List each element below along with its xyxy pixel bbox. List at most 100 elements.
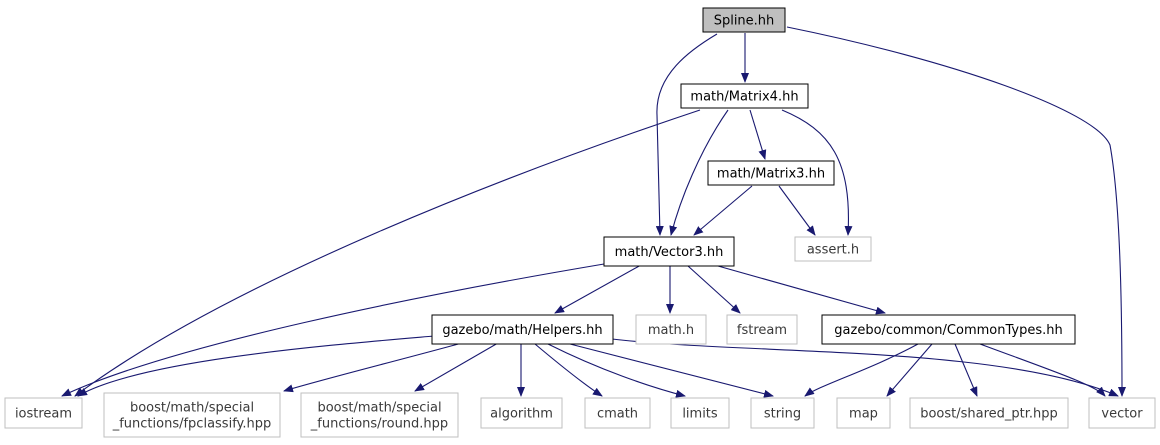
node-sharedptr: boost/shared_ptr.hpp bbox=[909, 397, 1069, 429]
edge-matrix3-to-assert bbox=[778, 185, 816, 236]
node-label: string bbox=[764, 407, 801, 422]
edge-matrix3-to-vector3 bbox=[693, 185, 753, 236]
edge-matrix4-to-iostream bbox=[74, 109, 701, 397]
node-cmath: cmath bbox=[584, 397, 651, 429]
node-vector3[interactable]: math/Vector3.hh bbox=[603, 236, 735, 267]
node-box bbox=[603, 236, 735, 267]
edge-vector3-to-commontypes bbox=[717, 265, 886, 315]
node-commontypes[interactable]: gazebo/common/CommonTypes.hh bbox=[821, 314, 1076, 345]
edge-matrix4-to-matrix3 bbox=[749, 109, 767, 160]
edge-arrow bbox=[283, 342, 463, 393]
node-box bbox=[821, 314, 1076, 345]
edge-helpers-to-round bbox=[414, 342, 499, 392]
node-map: map bbox=[836, 397, 891, 429]
edge-arrow bbox=[886, 343, 933, 397]
node-layer: Spline.hh math/Matrix4.hh math/Matrix3.hh a… bbox=[4, 7, 1156, 438]
edge-commontypes-to-vector bbox=[979, 343, 1106, 397]
edge-matrix4-to-assert bbox=[781, 109, 853, 236]
node-label: boost/math/special bbox=[317, 401, 441, 416]
node-box bbox=[480, 397, 563, 429]
node-box bbox=[836, 397, 891, 429]
edge-vector3-to-helpers bbox=[554, 264, 642, 314]
node-box bbox=[702, 7, 786, 33]
node-label: algorithm bbox=[490, 407, 553, 422]
edge-helpers-to-iostream bbox=[77, 335, 435, 397]
edge-layer bbox=[61, 26, 1126, 398]
edge-arrow bbox=[669, 109, 729, 236]
edge-matrix4-to-vector3 bbox=[669, 109, 729, 236]
node-label: Spline.hh bbox=[714, 14, 775, 29]
node-label: vector bbox=[1101, 407, 1143, 422]
edge-arrow bbox=[687, 265, 741, 314]
node-box bbox=[794, 236, 872, 262]
edge-arrow bbox=[534, 343, 603, 397]
edge-arrow bbox=[749, 109, 767, 160]
edge-helpers-to-cmath bbox=[534, 343, 603, 397]
edge-arrow bbox=[77, 335, 435, 397]
node-label: boost/math/special bbox=[130, 401, 254, 416]
edge-arrow bbox=[655, 33, 718, 236]
node-iostream: iostream bbox=[4, 397, 83, 429]
edge-spline-to-vector3 bbox=[655, 33, 718, 236]
node-helpers[interactable]: gazebo/math/Helpers.hh bbox=[431, 314, 614, 345]
node-box bbox=[726, 314, 798, 345]
node-box bbox=[4, 397, 83, 429]
node-box bbox=[750, 397, 815, 429]
node-box bbox=[584, 397, 651, 429]
node-box bbox=[103, 392, 281, 438]
node-label: gazebo/math/Helpers.hh bbox=[442, 323, 602, 338]
edge-arrow bbox=[74, 109, 701, 397]
node-fpclassify: boost/math/special_functions/fpclassify.… bbox=[103, 392, 281, 438]
edge-commontypes-to-sharedptr bbox=[954, 343, 978, 397]
node-box bbox=[670, 397, 730, 429]
node-matrix4[interactable]: math/Matrix4.hh bbox=[680, 83, 809, 109]
node-box bbox=[680, 83, 809, 109]
node-box bbox=[300, 392, 459, 438]
node-box bbox=[707, 160, 835, 186]
edge-arrow bbox=[804, 343, 919, 397]
node-fstream: fstream bbox=[726, 314, 798, 345]
edge-arrow bbox=[954, 343, 978, 397]
edge-helpers-to-string bbox=[569, 343, 774, 398]
edge-arrow bbox=[717, 265, 886, 315]
edge-helpers-to-limits bbox=[547, 343, 686, 398]
node-label: math/Matrix4.hh bbox=[690, 90, 798, 105]
node-label: fstream bbox=[737, 323, 787, 338]
node-label: _functions/round.hpp bbox=[310, 417, 448, 432]
node-label: iostream bbox=[15, 407, 72, 422]
edge-helpers-to-fpclassify bbox=[283, 342, 463, 393]
edge-commontypes-to-string bbox=[804, 343, 919, 397]
edge-arrow bbox=[569, 343, 774, 398]
node-vector: vector bbox=[1088, 397, 1156, 429]
node-box bbox=[431, 314, 614, 345]
edge-vector3-to-iostream bbox=[61, 263, 605, 397]
node-box bbox=[635, 314, 707, 345]
node-spline[interactable]: Spline.hh bbox=[702, 7, 786, 33]
edge-arrow bbox=[693, 185, 753, 236]
node-label: limits bbox=[682, 407, 718, 422]
node-assert: assert.h bbox=[794, 236, 872, 262]
edge-arrow bbox=[778, 185, 816, 236]
edge-commontypes-to-map bbox=[886, 343, 933, 397]
edge-arrow bbox=[979, 343, 1106, 397]
node-label: math/Vector3.hh bbox=[615, 245, 724, 260]
node-label: gazebo/common/CommonTypes.hh bbox=[834, 323, 1062, 338]
node-label: boost/shared_ptr.hpp bbox=[920, 407, 1058, 422]
edge-arrow bbox=[61, 263, 605, 397]
edge-arrow bbox=[786, 26, 1126, 397]
node-string: string bbox=[750, 397, 815, 429]
node-round: boost/math/special_functions/round.hpp bbox=[300, 392, 459, 438]
node-matrix3[interactable]: math/Matrix3.hh bbox=[707, 160, 835, 186]
edge-spline-to-vector bbox=[786, 26, 1126, 397]
node-label: assert.h bbox=[807, 243, 859, 258]
edge-arrow bbox=[547, 343, 686, 398]
node-box bbox=[909, 397, 1069, 429]
edge-arrow bbox=[781, 109, 853, 236]
node-label: _functions/fpclassify.hpp bbox=[112, 417, 272, 432]
node-label: map bbox=[849, 407, 878, 422]
edge-arrow bbox=[414, 342, 499, 392]
edge-vector3-to-fstream bbox=[687, 265, 741, 314]
node-label: math/Matrix3.hh bbox=[717, 167, 825, 182]
node-mathh: math.h bbox=[635, 314, 707, 345]
